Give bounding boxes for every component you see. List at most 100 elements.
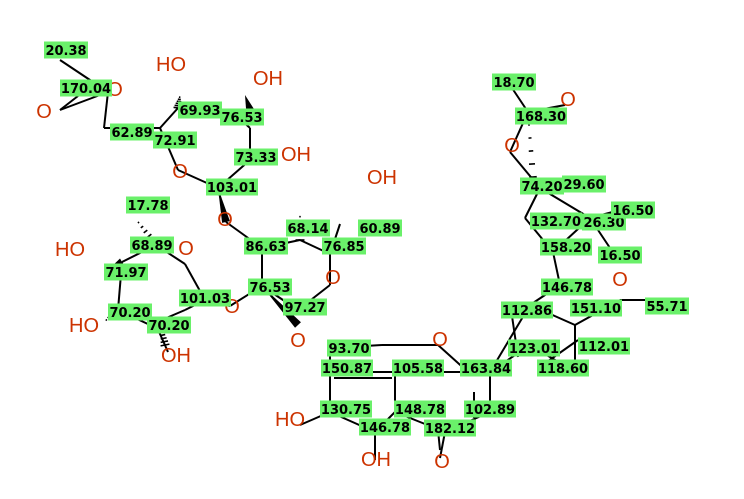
shift-label: 112.01 [578, 337, 630, 355]
shift-value: 130.75 [321, 403, 371, 418]
shift-value: 158.20 [541, 241, 591, 256]
shift-label-bg [108, 303, 152, 321]
shift-value: 55.71 [646, 300, 687, 315]
shift-label: 101.03 [179, 289, 231, 307]
shift-label-bg [530, 212, 582, 230]
shift-value: 76.85 [323, 240, 364, 255]
shift-value: 132.70 [531, 215, 581, 230]
atom-label: OH [281, 144, 311, 166]
shift-value: 70.20 [109, 306, 150, 321]
shift-value: 20.38 [45, 44, 86, 59]
shift-label-bg [206, 178, 258, 196]
shift-value: 170.04 [61, 82, 111, 97]
shift-label: 76.85 [322, 237, 366, 255]
wedge-bond [262, 286, 301, 328]
shift-label-bg [611, 201, 655, 219]
shift-value: 26.30 [583, 216, 624, 231]
shift-value: 68.14 [287, 222, 328, 237]
shift-label: 74.20 [520, 177, 564, 195]
shift-label-bg [322, 237, 366, 255]
atom-label: HO [55, 239, 85, 261]
shift-label: 68.89 [130, 236, 174, 254]
shift-label: 151.10 [570, 299, 622, 317]
atom-label: O [432, 329, 448, 351]
shift-label: 158.20 [540, 238, 592, 256]
shift-label-bg [492, 73, 536, 91]
shift-label-bg [540, 238, 592, 256]
shift-label: 73.33 [234, 148, 278, 166]
shift-label: 132.70 [530, 212, 582, 230]
shift-label-bg [394, 400, 446, 418]
shift-label: 170.04 [60, 79, 112, 97]
shift-value: 62.89 [111, 126, 152, 141]
atom-label: O [325, 267, 341, 289]
atom-label: HO [156, 54, 186, 76]
shift-label-bg [508, 339, 560, 357]
atom-label: OH [361, 449, 391, 471]
wedge-bond [245, 95, 254, 112]
shift-label: 70.20 [147, 316, 191, 334]
shift-value: 72.91 [154, 134, 195, 149]
shift-label-bg [645, 297, 689, 315]
shift-label-bg [178, 101, 222, 119]
shift-label-bg [598, 246, 642, 264]
shift-label: 146.78 [541, 278, 593, 296]
shift-label: 20.38 [44, 41, 88, 59]
atom-label: O [504, 135, 520, 157]
shift-value: 71.97 [105, 266, 146, 281]
shift-label-bg [320, 400, 372, 418]
shift-label: 182.12 [424, 419, 476, 437]
shift-label: 69.93 [178, 101, 222, 119]
shift-label: 18.70 [492, 73, 536, 91]
shift-value: 97.27 [284, 301, 325, 316]
shift-value: 70.20 [148, 319, 189, 334]
shift-label: 76.53 [248, 278, 292, 296]
atom-label: OH [161, 345, 191, 367]
shift-value: 148.78 [395, 403, 445, 418]
shift-label-bg [321, 359, 373, 377]
shift-label: 29.60 [562, 175, 606, 193]
shift-label-bg [44, 41, 88, 59]
shift-value: 123.01 [509, 342, 559, 357]
shift-value: 150.87 [322, 362, 372, 377]
bond-layer [59, 59, 660, 460]
shift-label: 105.58 [392, 359, 444, 377]
shift-label: 16.50 [611, 201, 655, 219]
shift-label-bg [244, 237, 288, 255]
shift-label: 93.70 [327, 339, 371, 357]
shift-label-bg [578, 337, 630, 355]
shift-label: 62.89 [110, 123, 154, 141]
shift-label: 103.01 [206, 178, 258, 196]
atom-label: O [217, 209, 233, 231]
shift-value: 146.78 [360, 421, 410, 436]
shift-value: 16.50 [612, 204, 653, 219]
atom-label: HO [69, 315, 99, 337]
atom-label: HO [275, 409, 305, 431]
shift-label: 76.53 [220, 108, 264, 126]
atom-label: OH [367, 167, 397, 189]
shift-value: 29.60 [563, 178, 604, 193]
wedge-bond [218, 188, 230, 223]
shift-value: 68.89 [131, 239, 172, 254]
shift-label: 72.91 [153, 131, 197, 149]
shift-value: 182.12 [425, 422, 475, 437]
shift-label-bg [359, 418, 411, 436]
bond [159, 107, 179, 129]
shift-label-bg [541, 278, 593, 296]
shift-value: 76.53 [249, 281, 290, 296]
bond [59, 95, 79, 111]
shift-label-bg [104, 263, 148, 281]
atom-label: O [36, 101, 52, 123]
shift-label-bg [126, 196, 170, 214]
shift-label: 150.87 [321, 359, 373, 377]
shift-label: 130.75 [320, 400, 372, 418]
shift-label-bg [501, 301, 553, 319]
shift-label-bg [220, 108, 264, 126]
atom-label: OH [253, 68, 283, 90]
shift-label: 86.63 [244, 237, 288, 255]
shift-label-bg [460, 359, 512, 377]
shift-value: 16.50 [599, 249, 640, 264]
atom-label: O [172, 161, 188, 183]
shift-value: 163.84 [461, 362, 511, 377]
